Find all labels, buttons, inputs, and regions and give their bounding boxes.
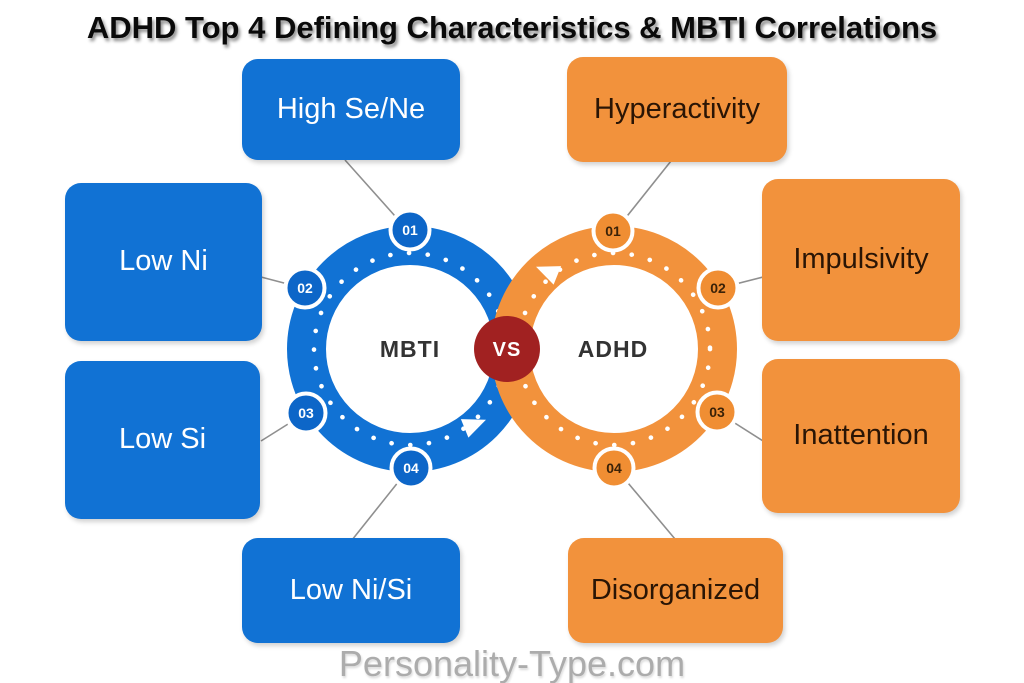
connector-line bbox=[619, 160, 672, 226]
box-hyperactivity: Hyperactivity bbox=[567, 57, 787, 162]
flow-arrow-icon bbox=[460, 419, 486, 438]
box-high-se-ne: High Se/Ne bbox=[242, 59, 460, 160]
box-inattention: Inattention bbox=[762, 359, 960, 513]
adhd-badge-04: 04 bbox=[592, 446, 636, 490]
svg-text:04: 04 bbox=[403, 460, 419, 476]
svg-text:03: 03 bbox=[298, 405, 314, 421]
box-label: Hyperactivity bbox=[594, 92, 760, 125]
mbti-badge-04: 04 bbox=[389, 446, 433, 490]
svg-text:03: 03 bbox=[709, 404, 725, 420]
adhd-badge-01: 01 bbox=[591, 209, 635, 253]
box-disorganized: Disorganized bbox=[568, 538, 783, 643]
svg-text:VS: VS bbox=[493, 339, 522, 361]
svg-text:04: 04 bbox=[606, 460, 622, 476]
adhd-badge-02: 02 bbox=[696, 266, 740, 310]
box-low-ni: Low Ni bbox=[65, 183, 262, 341]
box-label: Disorganized bbox=[590, 573, 761, 606]
svg-text:01: 01 bbox=[402, 222, 418, 238]
svg-text:02: 02 bbox=[297, 280, 313, 296]
box-label: Low Ni/Si bbox=[289, 573, 413, 606]
flow-arrow-icon bbox=[536, 266, 562, 285]
watermark: Personality-Type.com bbox=[338, 643, 686, 683]
box-label: Impulsivity bbox=[793, 243, 929, 276]
mbti-badge-01: 01 bbox=[388, 208, 432, 252]
svg-text:02: 02 bbox=[710, 280, 726, 296]
adhd-label: ADHD bbox=[578, 336, 648, 362]
mbti-badge-03: 03 bbox=[284, 391, 328, 435]
box-label: Inattention bbox=[793, 419, 929, 452]
box-impulsivity: Impulsivity bbox=[762, 179, 960, 341]
box-label: Low Ni bbox=[119, 245, 208, 278]
vs-badge: VS bbox=[474, 316, 540, 382]
page-title: ADHD Top 4 Defining Characteristics & MB… bbox=[86, 10, 938, 45]
mbti-badge-02: 02 bbox=[283, 266, 327, 310]
svg-text:01: 01 bbox=[605, 223, 621, 239]
connector-line bbox=[344, 159, 404, 226]
mbti-label: MBTI bbox=[380, 336, 440, 362]
adhd-badge-03: 03 bbox=[695, 390, 739, 434]
box-low-si: Low Si bbox=[65, 361, 260, 519]
box-low-ni-si: Low Ni/Si bbox=[242, 538, 460, 643]
box-label: Low Si bbox=[118, 423, 207, 456]
box-label: High Se/Ne bbox=[276, 92, 426, 125]
